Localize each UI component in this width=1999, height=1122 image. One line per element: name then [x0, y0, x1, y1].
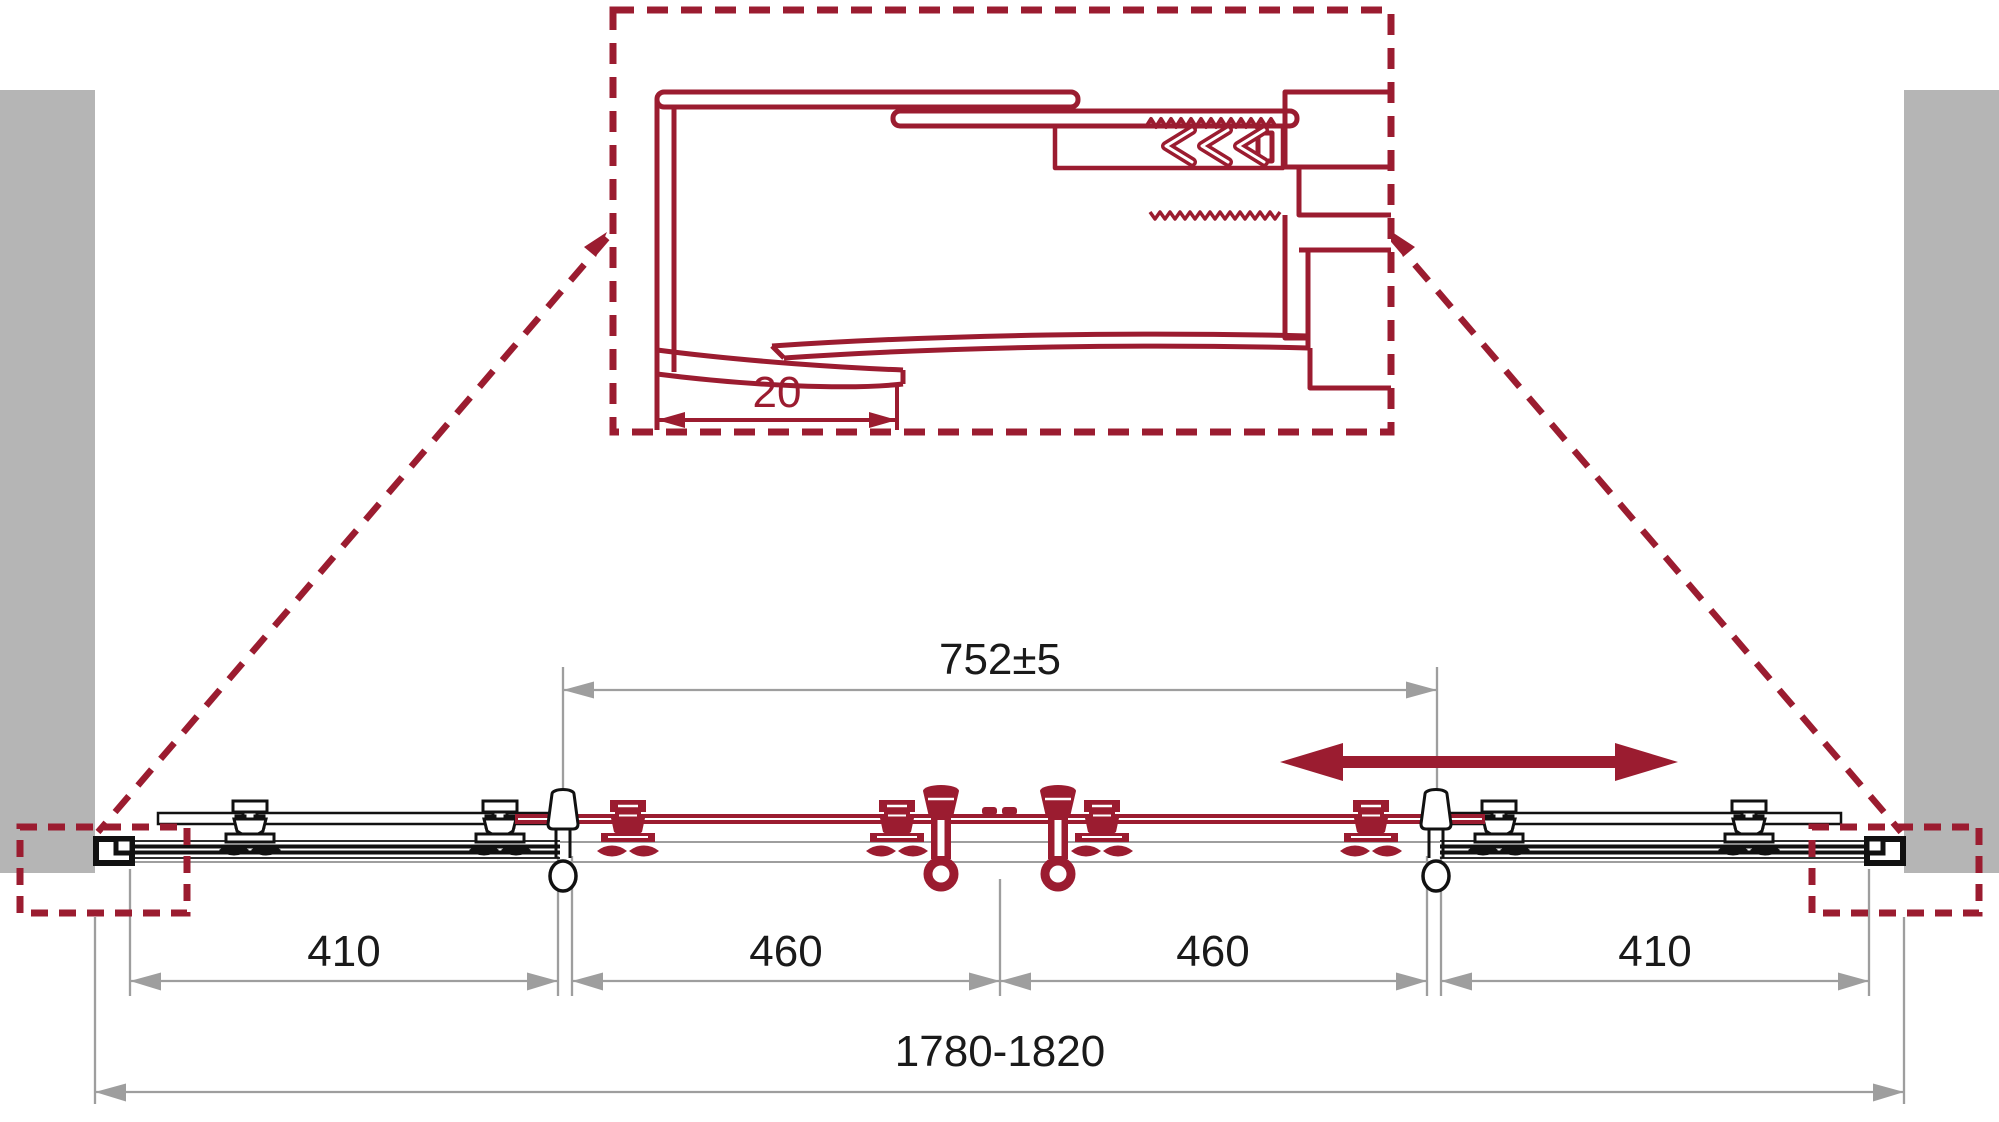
wall-bracket-lower — [1282, 215, 1308, 341]
slide-direction-arrow-icon — [1280, 743, 1678, 781]
sliding-roller-2 — [866, 800, 928, 857]
door-handle-left — [923, 785, 959, 887]
dimension-label-opening: 752±5 — [939, 635, 1061, 684]
curved-panel-strip-2 — [771, 331, 1309, 349]
detail-leader-arrowheads — [584, 232, 1415, 257]
dimension-label-seg3: 460 — [1176, 927, 1249, 976]
curved-panel-strip-1 — [656, 347, 904, 373]
serration-top — [1144, 117, 1278, 129]
dimension-label-total: 1780-1820 — [895, 1027, 1105, 1076]
dimension-label-seg4: 410 — [1618, 927, 1691, 976]
serration-bottom — [1148, 210, 1282, 221]
left-wall — [0, 90, 95, 873]
detail-dimension: 20 — [657, 368, 899, 430]
detail-leader-lines — [95, 235, 1904, 835]
bottom-guide-rail — [132, 840, 1867, 863]
anchor-chevrons-icon — [1161, 125, 1269, 167]
wall-bracket-upper — [1282, 89, 1391, 167]
dimension-label-seg1: 410 — [307, 927, 380, 976]
sliding-roller-3 — [1071, 800, 1133, 857]
sliding-roller-4 — [1340, 800, 1402, 857]
center-seal-right — [1002, 807, 1017, 815]
left-wall-profile — [93, 836, 135, 866]
sliding-panels — [515, 807, 1485, 824]
sliding-roller-1 — [597, 800, 659, 857]
detail-view-box — [609, 6, 1395, 436]
dimension-label-seg2: 460 — [749, 927, 822, 976]
right-wall-profile — [1864, 836, 1906, 866]
dimension-arrowheads — [95, 681, 1904, 1102]
detail-source-box-right — [1808, 823, 1983, 917]
detail-source-box-left — [16, 823, 191, 917]
door-handle-right — [1040, 785, 1076, 887]
dimension-label-detail: 20 — [753, 368, 802, 417]
right-wall — [1904, 90, 1999, 873]
wall-profile-cross-section — [654, 89, 1391, 430]
center-seal-left — [982, 807, 997, 815]
